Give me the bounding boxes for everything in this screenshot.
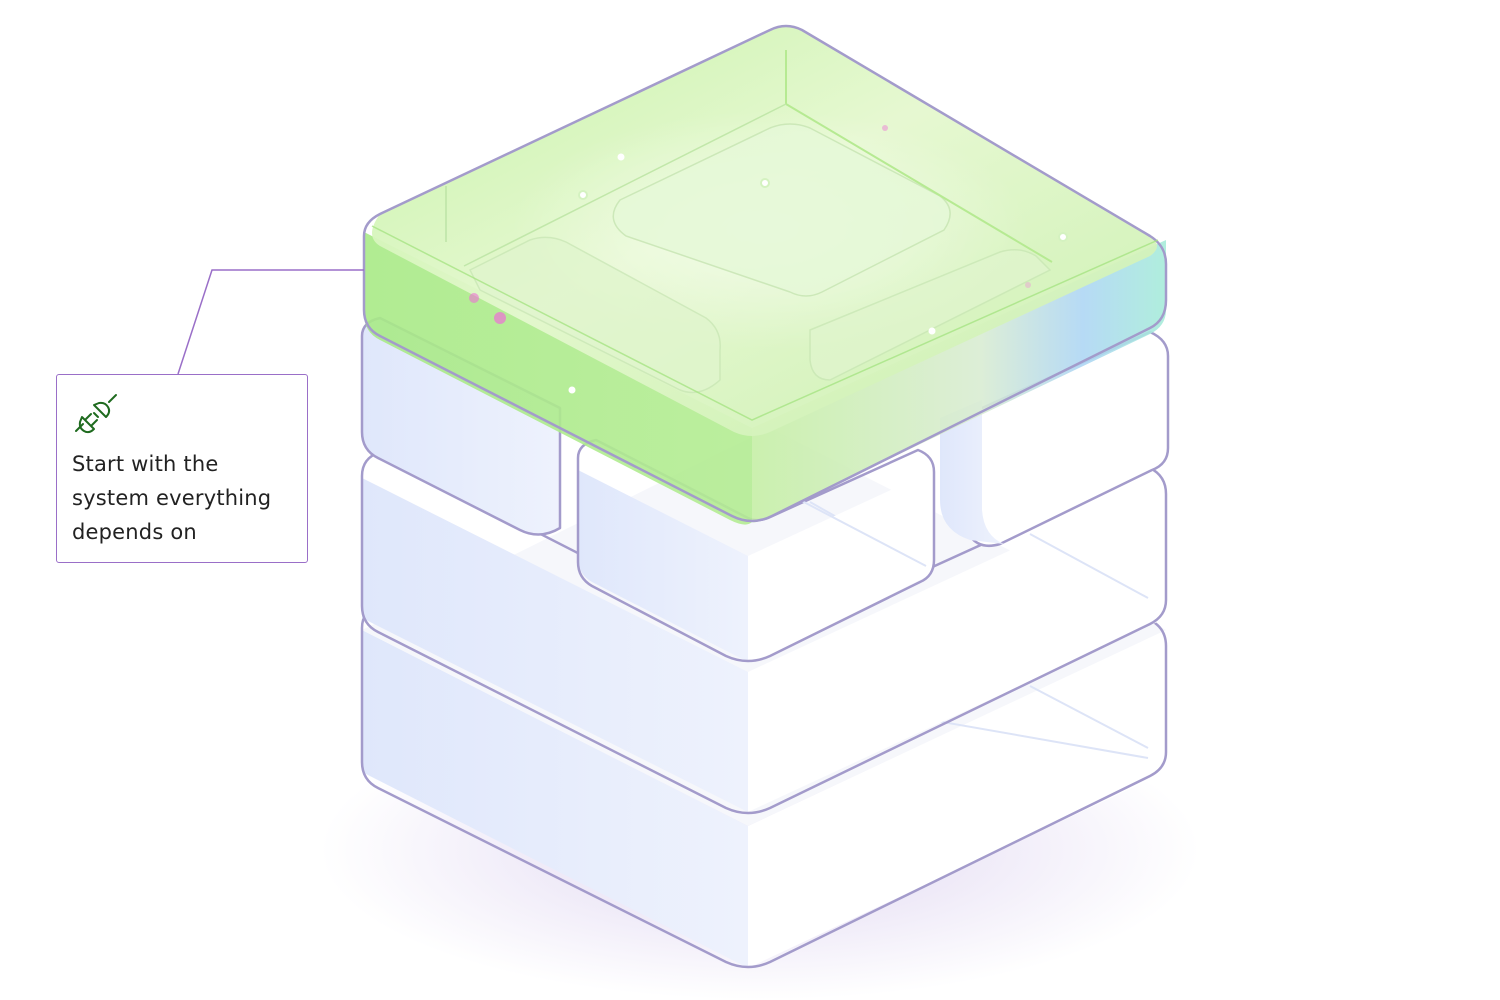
layer-2-front-block-right bbox=[748, 470, 934, 663]
layer-4-left-face bbox=[362, 630, 748, 968]
stack-layer-2 bbox=[360, 316, 1170, 663]
callout-leader-line bbox=[177, 269, 364, 375]
layer-2-left-block bbox=[360, 316, 562, 536]
layer-1-inner-tile-right bbox=[809, 249, 1052, 381]
layer-2-front-block-left bbox=[578, 470, 748, 662]
layer-1-inner-tile-left bbox=[468, 236, 721, 394]
layer-2-right-block bbox=[958, 330, 1170, 547]
layer-1-inner-tile-top bbox=[612, 123, 951, 297]
layer-4-right-face bbox=[748, 630, 1166, 968]
layer-1-outline bbox=[362, 24, 1168, 523]
layer-1-left-face bbox=[364, 232, 752, 525]
layer-2-right-block-side bbox=[940, 400, 1004, 544]
layer-1-right-face bbox=[752, 240, 1166, 523]
callout-box: Start with the system everything depends… bbox=[56, 374, 308, 563]
stack-layer-1-highlighted bbox=[362, 24, 1168, 525]
callout-text: Start with the system everything depends… bbox=[72, 452, 272, 544]
layer-3-right-face bbox=[748, 478, 1166, 812]
plug-icon bbox=[75, 394, 117, 434]
layer-3-left-face bbox=[362, 478, 748, 812]
